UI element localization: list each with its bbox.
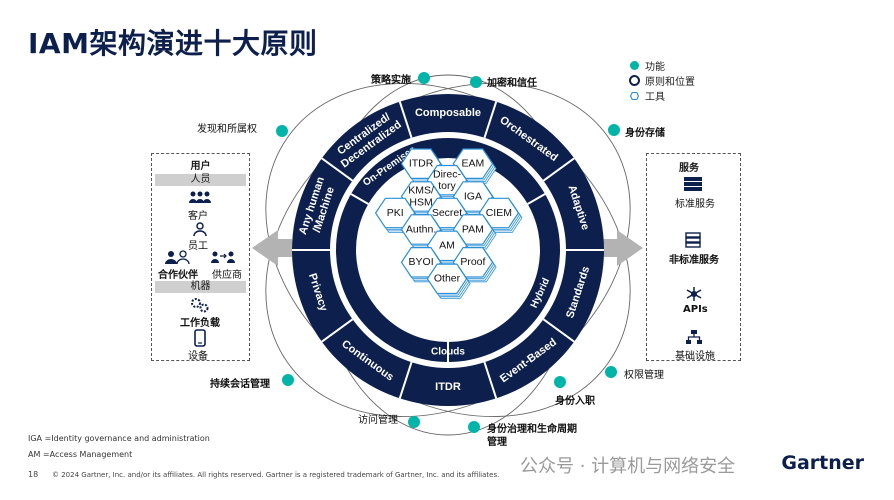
left-arrow-icon <box>252 230 292 266</box>
api-label: APIs <box>683 304 708 315</box>
partner-icon <box>165 250 190 264</box>
device-label: 设备 <box>188 351 208 362</box>
tool-label: EAM <box>462 157 485 169</box>
deployment-label: Clouds <box>431 347 465 358</box>
note-am: AM =Access Management <box>28 450 133 459</box>
legend-label: 工具 <box>645 92 665 103</box>
tool-label: Proof <box>460 256 485 268</box>
tool-label: PAM <box>462 223 484 235</box>
inner-divider <box>527 193 546 205</box>
function-label: 权限管理 <box>624 370 664 381</box>
function-dot <box>470 76 482 88</box>
tool-label: ITDR <box>409 157 434 169</box>
segment-divider <box>542 157 575 182</box>
tool-hexagon <box>426 263 468 295</box>
tool-label: Direc-tory <box>433 168 462 192</box>
function-dot <box>605 366 617 378</box>
supplier-icon <box>211 251 235 263</box>
tool-label: KMS/HSM <box>408 184 434 208</box>
teal-dot-icon <box>627 61 641 70</box>
partner-label: 合作伙伴 <box>158 270 198 281</box>
function-dot <box>282 374 294 386</box>
function-label: 策略实施 <box>371 75 411 86</box>
page-title: IAM架构演进十大原则 <box>28 27 318 60</box>
segment-divider <box>542 318 575 343</box>
tool-label: Authn. <box>406 223 436 235</box>
note-iga: IGA =Identity governance and administrat… <box>28 434 210 443</box>
tool-hexagon <box>452 247 494 278</box>
function-label: 访问管理 <box>358 415 398 426</box>
function-dot <box>554 376 566 388</box>
function-dot <box>468 421 480 433</box>
tool-hexagon <box>452 214 494 245</box>
page-number: 18 <box>28 470 39 479</box>
gartner-logo: Gartner <box>781 452 864 474</box>
users-header: 用户 <box>190 161 211 172</box>
principle-label: Composable <box>415 107 481 119</box>
function-label: 身份存储 <box>625 128 665 139</box>
tool-hexagon <box>478 197 520 229</box>
hexagon-icon <box>627 91 641 100</box>
people-bar: 人员 <box>155 174 246 186</box>
watermark: 公众号 · 计算机与网络安全 <box>520 456 736 477</box>
infrastructure-label: 基础设施 <box>675 351 715 362</box>
standard-service-label: 标准服务 <box>675 199 715 210</box>
machine-bar: 机器 <box>155 281 246 293</box>
tool-label: CIEM <box>486 207 512 219</box>
function-label: 持续会话管理 <box>210 379 270 390</box>
legend-label: 功能 <box>645 62 665 73</box>
standard-service-icon <box>684 177 702 191</box>
services-panel: 服务 标准服务 非标准服务 APIs 基础设施 <box>646 153 741 362</box>
customers-icon <box>189 191 211 203</box>
function-dot <box>608 124 620 136</box>
segment-divider <box>398 101 413 139</box>
employee-icon <box>193 222 207 236</box>
function-label: 身份入职 <box>555 396 595 407</box>
employee-label: 员工 <box>188 241 208 252</box>
services-header: 服务 <box>679 163 699 174</box>
inner-divider <box>350 193 369 205</box>
workload-label: 工作负载 <box>180 318 220 329</box>
right-arrow-icon <box>603 230 643 266</box>
tool-label: PKI <box>387 207 404 219</box>
function-label: 加密和信任 <box>487 78 537 89</box>
segment-divider <box>483 101 498 139</box>
users-panel: 用户 人员 客户 员工 合作伙伴 供应商 机器 工作负载 设备 <box>151 153 250 362</box>
principle-label: ITDR <box>435 381 461 393</box>
tool-hexagon <box>452 148 494 179</box>
infrastructure-icon <box>686 330 702 344</box>
function-dot <box>408 416 420 428</box>
function-label: 发现和所属权 <box>197 124 257 135</box>
workload-icon <box>191 298 209 313</box>
segment-divider <box>398 361 413 399</box>
nonstandard-service-icon <box>685 232 701 248</box>
navy-circle-icon <box>627 75 641 86</box>
device-icon <box>194 329 206 347</box>
function-dot <box>418 72 430 84</box>
tool-label: Secret <box>432 207 462 219</box>
copyright: © 2024 Gartner, Inc. and/or its affiliat… <box>52 471 500 479</box>
function-dot <box>276 125 288 137</box>
segment-divider <box>321 157 354 182</box>
nonstandard-service-label: 非标准服务 <box>669 255 719 266</box>
segment-divider <box>321 318 354 343</box>
api-icon <box>686 287 702 301</box>
supplier-label: 供应商 <box>212 270 242 281</box>
tool-label: IGA <box>464 190 482 202</box>
tool-label: AM <box>439 240 455 252</box>
legend-label: 原则和位置 <box>645 77 695 88</box>
customer-label: 客户 <box>188 211 208 222</box>
function-label: 身份治理和生命周期管理 <box>487 424 577 448</box>
tool-label: BYOI <box>409 256 434 268</box>
legend: 功能 原则和位置 工具 <box>627 58 695 103</box>
tool-label: Other <box>434 273 461 285</box>
segment-divider <box>483 361 498 399</box>
